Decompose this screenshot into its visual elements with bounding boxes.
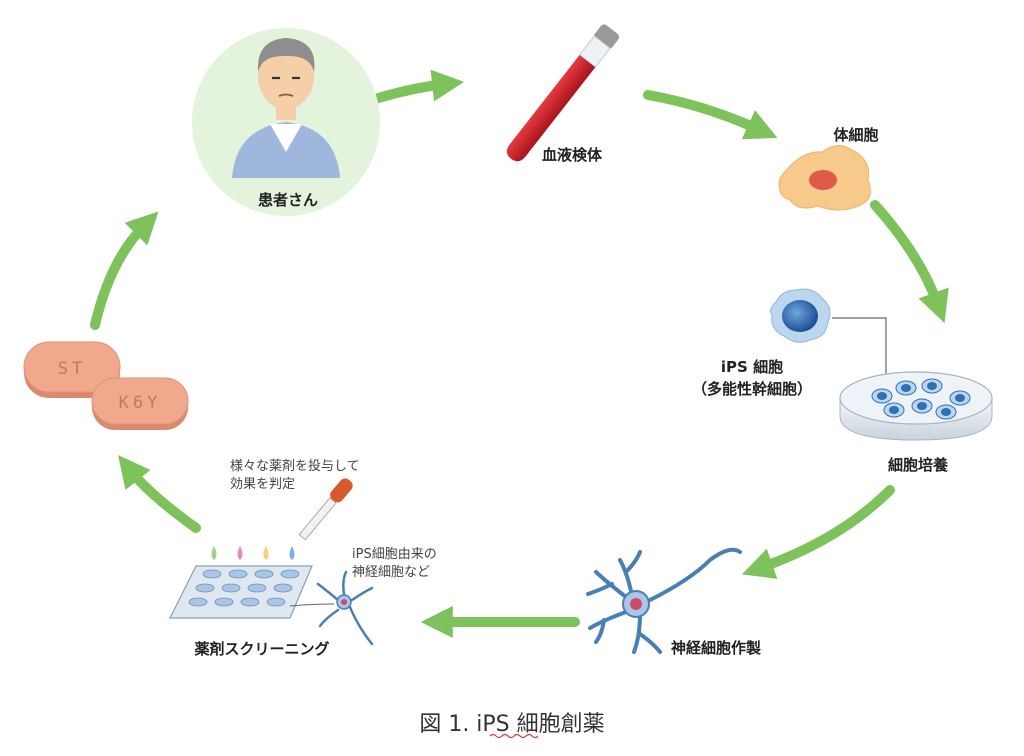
- small-neuron-nucleus: [341, 599, 347, 605]
- neuron-illustration: [586, 547, 742, 654]
- ips-label-line1: iPS 細胞: [721, 358, 783, 376]
- somatic-cell: [778, 145, 871, 211]
- well: [214, 597, 234, 607]
- neuron-dendrite: [586, 570, 632, 602]
- drop-yellow: [263, 546, 269, 560]
- well: [188, 597, 208, 607]
- neuron-make-label: 神経細胞作製: [671, 639, 761, 657]
- well: [240, 597, 260, 607]
- somatic-nucleus: [809, 170, 837, 190]
- pill-1-imprint: ST: [58, 359, 86, 379]
- arrow-somatic-to-culture: [870, 200, 949, 324]
- petri-dish: [839, 371, 993, 441]
- arrow-culture-to-neuron: [741, 485, 895, 579]
- neuron-dendrite: [588, 610, 628, 644]
- well: [221, 583, 241, 593]
- neuron-dendrite: [632, 612, 662, 654]
- screening-setup: [169, 478, 374, 646]
- neuron-pointer-line: [289, 603, 335, 607]
- patient-collar: [270, 124, 302, 152]
- drop-green: [211, 546, 217, 560]
- arrow-patient-to-blood: [367, 69, 465, 105]
- neuron-axon: [648, 547, 742, 602]
- pill-2: [91, 377, 189, 425]
- well: [247, 583, 267, 593]
- dish-cells: [871, 378, 971, 420]
- screening-label: 薬剤スクリーニング: [193, 640, 329, 658]
- caption-text: 図 1. iPS 細胞創薬: [419, 712, 605, 737]
- pipette-tube: [298, 497, 337, 541]
- drop-blue: [289, 546, 295, 560]
- ips-label-line2: （多能性幹細胞）: [692, 380, 812, 398]
- caption-underline-mark: [490, 733, 538, 739]
- well: [202, 569, 222, 579]
- pipette: [298, 478, 353, 541]
- arrow-screening-to-pill: [118, 455, 201, 533]
- note-neuron-line1: iPS細胞由来の: [352, 547, 437, 562]
- well: [266, 597, 286, 607]
- patient-illustration: [192, 28, 380, 216]
- dish-cell: [955, 394, 965, 402]
- small-neuron-dendrite: [316, 570, 374, 628]
- ips-leader-line: [832, 317, 887, 382]
- figure-caption: 図 1. iPS 細胞創薬: [0, 706, 1024, 739]
- pills: ST K6Y: [23, 341, 189, 430]
- arrow-blood-to-somatic: [643, 90, 778, 140]
- pipette-bulb: [330, 478, 353, 503]
- patient-label: 患者さん: [258, 191, 318, 209]
- drop-pink: [237, 546, 243, 560]
- tube-glass: [578, 35, 611, 68]
- note-neuron-line2: 神経細胞など: [352, 565, 430, 580]
- patient-head: [258, 43, 314, 109]
- dish-cell: [877, 392, 887, 400]
- well: [280, 569, 300, 579]
- pill-2-imprint: K6Y: [119, 393, 162, 413]
- cycle-arrows: [90, 69, 949, 639]
- neuron-dendrite: [618, 550, 642, 598]
- small-neuron-axon: [346, 600, 374, 646]
- dish-cell: [901, 384, 911, 392]
- dish-cell: [927, 382, 937, 390]
- dish-cell: [917, 402, 927, 410]
- blood-label: 血液検体: [542, 146, 603, 164]
- note-drug-line1: 様々な薬剤を投与して: [230, 458, 360, 474]
- ips-cell: [770, 288, 831, 343]
- ips-nucleus: [782, 300, 818, 332]
- patient-mouth: [278, 93, 294, 97]
- tube-blood: [506, 54, 596, 162]
- blood-tube: [506, 24, 620, 162]
- well: [195, 583, 215, 593]
- patient-neck: [276, 106, 296, 120]
- plate-wells: [188, 569, 300, 607]
- well: [254, 569, 274, 579]
- patient-hair: [257, 38, 315, 72]
- culture-label: 細胞培養: [888, 456, 949, 474]
- somatic-label: 体細胞: [833, 126, 878, 144]
- well: [228, 569, 248, 579]
- pill-1: [23, 341, 121, 393]
- dish-cell: [941, 408, 951, 416]
- neuron-nucleus: [630, 598, 642, 610]
- note-drug-line2: 効果を判定: [230, 477, 295, 492]
- arrow-pill-to-patient: [90, 211, 159, 330]
- well: [273, 583, 293, 593]
- dish-cell: [889, 406, 899, 414]
